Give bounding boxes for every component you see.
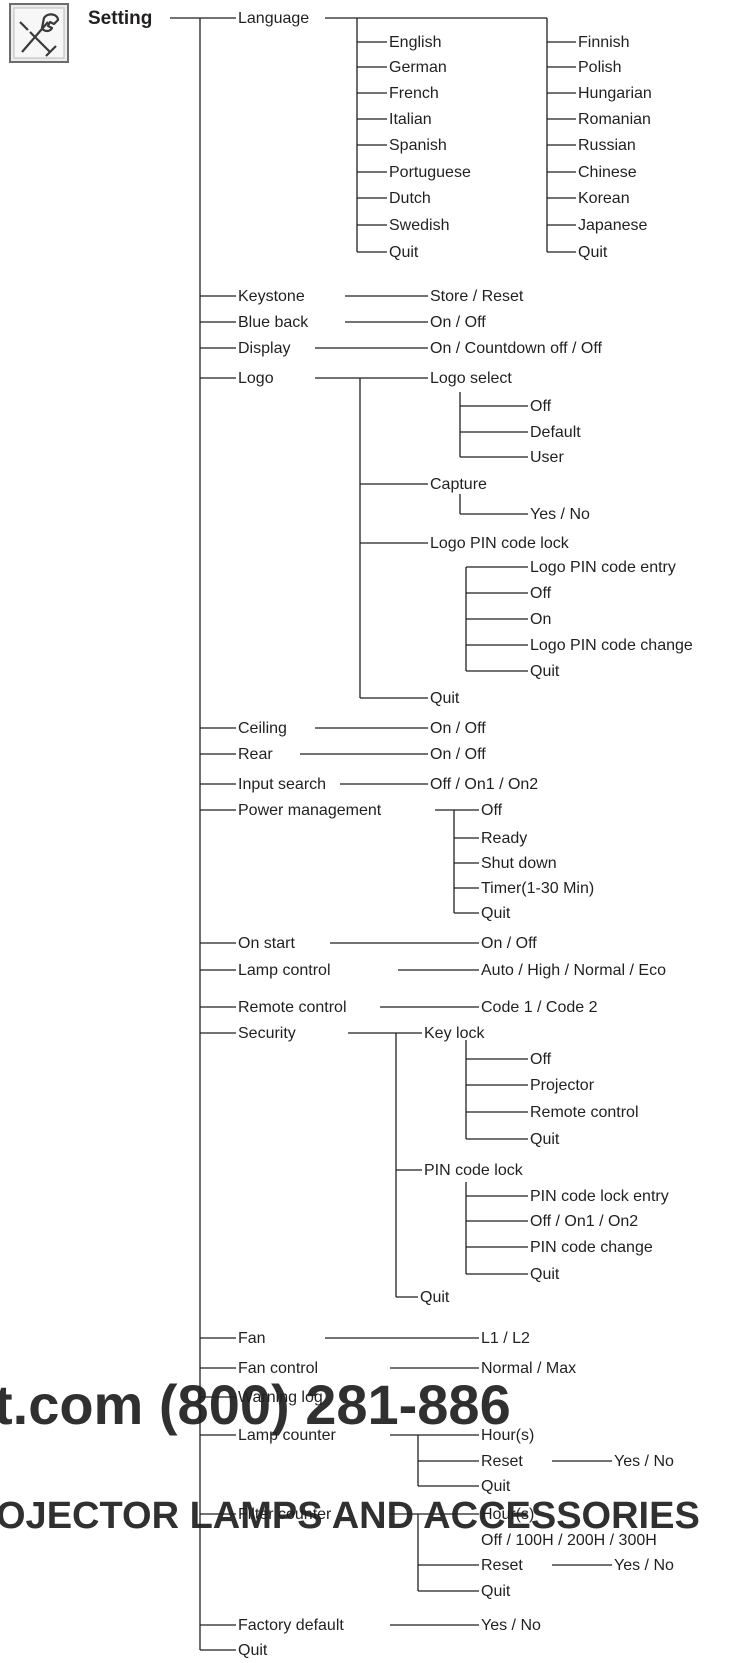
logo-pin-option[interactable]: Off <box>530 585 552 602</box>
menu-factory-default[interactable]: Factory default <box>238 1617 344 1634</box>
lamp-reset-value[interactable]: Yes / No <box>614 1453 674 1470</box>
language-option[interactable]: Italian <box>389 111 432 128</box>
logo-select[interactable]: Logo select <box>430 370 512 387</box>
menu-title: Setting <box>88 8 152 29</box>
security-pin-code-lock[interactable]: PIN code lock <box>424 1162 524 1179</box>
language-column-2: Finnish Polish Hungarian Romanian Russia… <box>547 34 652 261</box>
factory-default-value[interactable]: Yes / No <box>481 1617 541 1634</box>
menu-remote-control[interactable]: Remote control <box>238 999 347 1016</box>
menu-language[interactable]: Language <box>238 10 309 27</box>
language-option[interactable]: Spanish <box>389 137 447 154</box>
language-column-1: English German French Italian Spanish Po… <box>357 34 471 261</box>
watermark-line-1: t.com (800) 281-886 <box>0 1373 511 1436</box>
language-option[interactable]: German <box>389 59 447 76</box>
logo-select-option[interactable]: Off <box>530 398 552 415</box>
language-option[interactable]: Russian <box>578 137 636 154</box>
keystone-value: Store / Reset <box>430 288 524 305</box>
remote-control-value: Code 1 / Code 2 <box>481 999 598 1016</box>
blue-back-value: On / Off <box>430 314 486 331</box>
watermark-line-2: OJECTOR LAMPS AND ACCESSORIES <box>0 1495 700 1537</box>
pin-lock-option[interactable]: PIN code change <box>530 1239 653 1256</box>
power-option[interactable]: Ready <box>481 830 527 847</box>
menu-logo[interactable]: Logo <box>238 370 274 387</box>
power-option[interactable]: Shut down <box>481 855 557 872</box>
language-option[interactable]: English <box>389 34 441 51</box>
language-option[interactable]: Romanian <box>578 111 651 128</box>
wrench-screwdriver-icon <box>9 3 69 63</box>
pin-lock-option[interactable]: PIN code lock entry <box>530 1188 669 1205</box>
key-lock-option[interactable]: Projector <box>530 1077 595 1094</box>
language-option[interactable]: Finnish <box>578 34 630 51</box>
language-option[interactable]: Chinese <box>578 164 637 181</box>
security-quit[interactable]: Quit <box>420 1289 450 1306</box>
menu-power-management[interactable]: Power management <box>238 802 382 819</box>
language-option[interactable]: Polish <box>578 59 622 76</box>
language-option[interactable]: Portuguese <box>389 164 471 181</box>
menu-on-start[interactable]: On start <box>238 935 295 952</box>
menu-display[interactable]: Display <box>238 340 290 357</box>
lamp-control-value: Auto / High / Normal / Eco <box>481 962 666 979</box>
key-lock-quit[interactable]: Quit <box>530 1131 560 1148</box>
language-option[interactable]: Swedish <box>389 217 449 234</box>
power-option[interactable]: Timer(1-30 Min) <box>481 880 594 897</box>
filter-counter-quit[interactable]: Quit <box>481 1583 511 1600</box>
pin-lock-quit[interactable]: Quit <box>530 1266 560 1283</box>
filter-counter-interval[interactable]: Off / 100H / 200H / 300H <box>481 1532 657 1549</box>
menu-fan-control[interactable]: Fan control <box>238 1360 318 1377</box>
rear-value: On / Off <box>430 746 486 763</box>
lamp-counter-reset[interactable]: Reset <box>481 1453 523 1470</box>
menu-lamp-control[interactable]: Lamp control <box>238 962 331 979</box>
power-quit[interactable]: Quit <box>481 905 511 922</box>
input-search-value: Off / On1 / On2 <box>430 776 538 793</box>
language-quit[interactable]: Quit <box>389 244 419 261</box>
logo-pin-option[interactable]: Logo PIN code entry <box>530 559 676 576</box>
filter-counter-reset[interactable]: Reset <box>481 1557 523 1574</box>
menu-filter-counter[interactable]: Filter counter <box>238 1506 332 1523</box>
key-lock-option[interactable]: Remote control <box>530 1104 639 1121</box>
logo-pin-code-lock[interactable]: Logo PIN code lock <box>430 535 570 552</box>
menu-blue-back[interactable]: Blue back <box>238 314 309 331</box>
logo-pin-option[interactable]: Logo PIN code change <box>530 637 693 654</box>
menu-security[interactable]: Security <box>238 1025 296 1042</box>
display-value: On / Countdown off / Off <box>430 340 603 357</box>
menu-keystone[interactable]: Keystone <box>238 288 305 305</box>
menu-quit[interactable]: Quit <box>238 1642 268 1659</box>
menu-input-search[interactable]: Input search <box>238 776 326 793</box>
fan-value: L1 / L2 <box>481 1330 530 1347</box>
on-start-value: On / Off <box>481 935 537 952</box>
pin-lock-option[interactable]: Off / On1 / On2 <box>530 1213 638 1230</box>
lamp-counter-hours: Hour(s) <box>481 1427 534 1444</box>
menu-ceiling[interactable]: Ceiling <box>238 720 287 737</box>
logo-capture[interactable]: Capture <box>430 476 487 493</box>
menu-lamp-counter[interactable]: Lamp counter <box>238 1427 337 1444</box>
ceiling-value: On / Off <box>430 720 486 737</box>
menu-rear[interactable]: Rear <box>238 746 273 763</box>
logo-pin-option[interactable]: On <box>530 611 551 628</box>
key-lock-option[interactable]: Off <box>530 1051 552 1068</box>
power-option[interactable]: Off <box>481 802 503 819</box>
capture-option[interactable]: Yes / No <box>530 506 590 523</box>
menu-fan[interactable]: Fan <box>238 1330 266 1347</box>
language-option[interactable]: Hungarian <box>578 85 652 102</box>
lamp-counter-quit[interactable]: Quit <box>481 1478 511 1495</box>
language-option[interactable]: Japanese <box>578 217 647 234</box>
language-option[interactable]: French <box>389 85 439 102</box>
fan-control-value: Normal / Max <box>481 1360 576 1377</box>
language-option[interactable]: Korean <box>578 190 630 207</box>
security-key-lock[interactable]: Key lock <box>424 1025 485 1042</box>
language-option[interactable]: Dutch <box>389 190 431 207</box>
filter-counter-hours: Hour(s) <box>481 1506 534 1523</box>
filter-reset-value[interactable]: Yes / No <box>614 1557 674 1574</box>
watermark: t.com (800) 281-886 OJECTOR LAMPS AND AC… <box>0 1373 700 1537</box>
logo-select-option[interactable]: User <box>530 449 564 466</box>
logo-select-option[interactable]: Default <box>530 424 581 441</box>
language-quit[interactable]: Quit <box>578 244 608 261</box>
logo-pin-quit[interactable]: Quit <box>530 663 560 680</box>
logo-quit[interactable]: Quit <box>430 690 460 707</box>
menu-warning-log[interactable]: Warning log <box>238 1389 323 1406</box>
